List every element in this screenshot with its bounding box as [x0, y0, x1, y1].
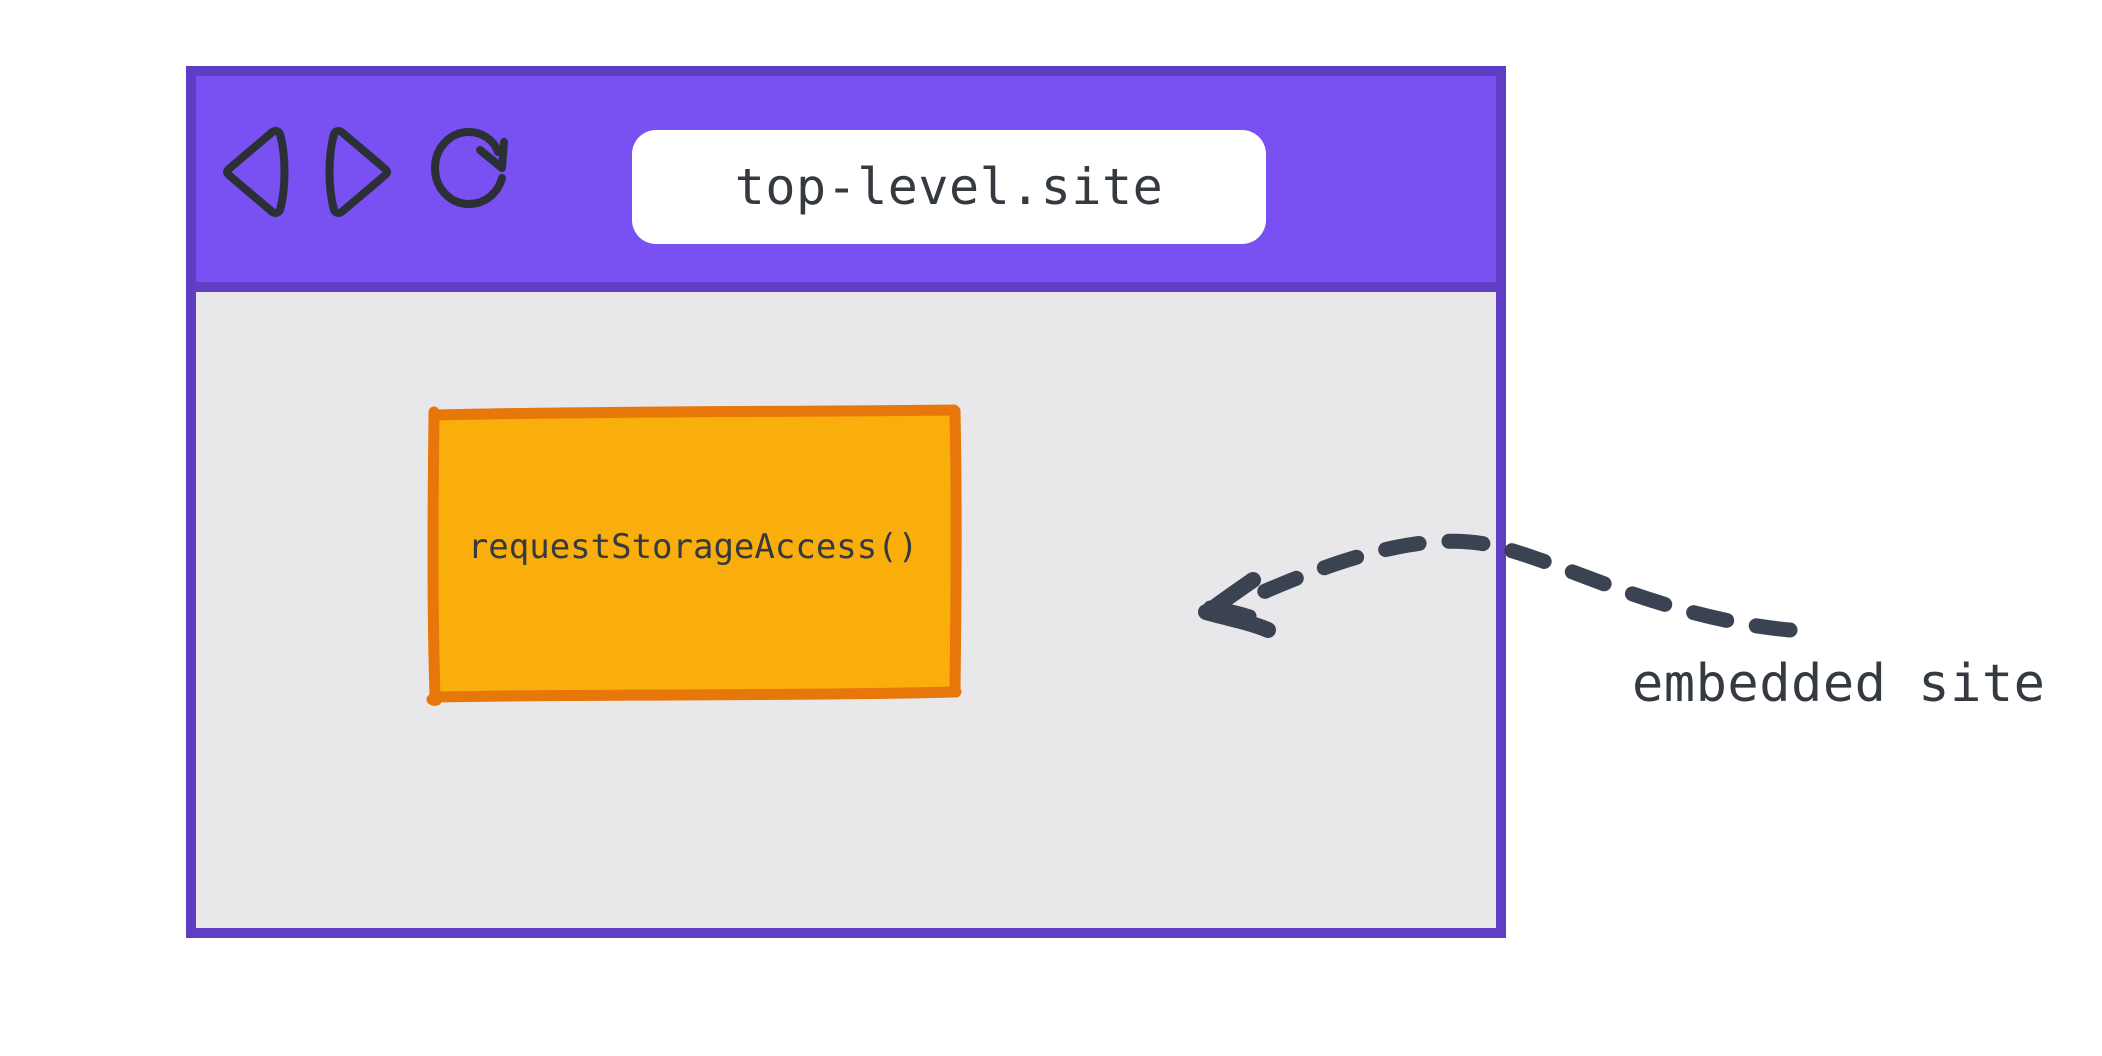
browser-content-area: requestStorageAccess()	[196, 292, 1496, 928]
address-bar-value: top-level.site	[734, 158, 1164, 216]
request-storage-access-label: requestStorageAccess()	[467, 527, 919, 567]
address-bar[interactable]: top-level.site	[632, 130, 1266, 244]
reload-circular-arrow-icon[interactable]	[424, 124, 518, 220]
browser-window: top-level.site requestStorageAccess()	[186, 66, 1506, 938]
embedded-site-frame[interactable]: requestStorageAccess()	[426, 404, 962, 706]
embedded-site-annotation-label: embedded site	[1632, 654, 2046, 714]
forward-triangle-icon[interactable]	[322, 126, 394, 218]
navigation-controls	[220, 124, 518, 220]
browser-toolbar: top-level.site	[196, 76, 1496, 292]
back-triangle-icon[interactable]	[220, 126, 292, 218]
embedded-frame-shape	[426, 404, 962, 706]
